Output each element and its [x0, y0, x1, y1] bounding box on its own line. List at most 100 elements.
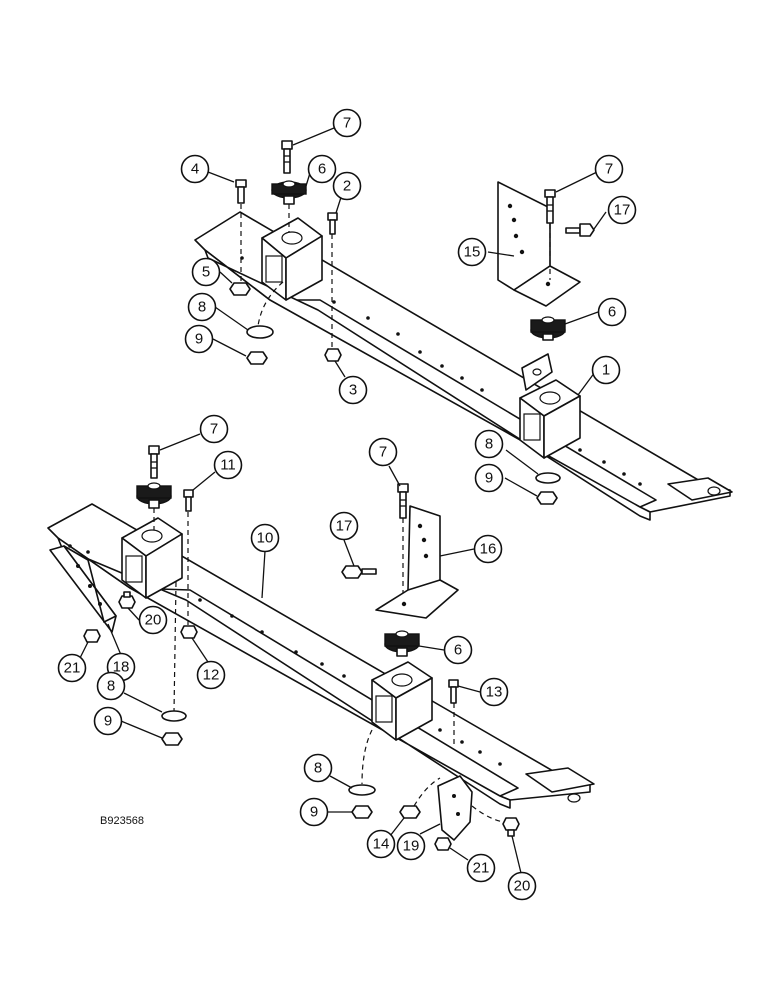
- svg-text:6: 6: [318, 161, 326, 178]
- svg-text:13: 13: [486, 684, 503, 701]
- callout-c-6c: 6: [443, 635, 473, 665]
- svg-text:17: 17: [336, 518, 353, 535]
- nut-upper-right-9: [536, 491, 558, 505]
- lower-rail-end-tab: [525, 767, 595, 793]
- bolt-lower-left-7: [148, 445, 160, 479]
- svg-text:7: 7: [605, 161, 613, 178]
- upper-right-mount-hole: [539, 391, 561, 405]
- svg-text:19: 19: [403, 838, 420, 855]
- upper-hardware: [229, 140, 595, 505]
- callout-c-17b: 17: [329, 511, 359, 541]
- callout-c-5: 5: [191, 257, 221, 287]
- callout-c-7c: 7: [199, 414, 229, 444]
- svg-text:11: 11: [220, 457, 236, 474]
- svg-text:16: 16: [480, 541, 497, 558]
- dash-washer-upper: [257, 281, 284, 327]
- dash-lower-washer: [173, 581, 177, 713]
- nut-14: [399, 805, 421, 819]
- upper-rail-bracket-hole: [532, 368, 542, 376]
- figure-code: B923568: [100, 815, 144, 827]
- bolt-4: [235, 179, 247, 204]
- isolator-upper-left: [271, 180, 307, 205]
- lower-left-mount-hole: [141, 529, 163, 543]
- callout-c-19: 19: [396, 831, 426, 861]
- callout-c-9d: 9: [299, 797, 329, 827]
- svg-text:10: 10: [257, 530, 274, 547]
- svg-text:1: 1: [602, 362, 610, 379]
- callout-c-8c: 8: [96, 671, 126, 701]
- washer-upper-8: [246, 325, 274, 339]
- callout-c-15: 15: [457, 237, 487, 267]
- callout-c-6a: 6: [307, 154, 337, 184]
- callout-c-21b: 21: [466, 853, 496, 883]
- callouts: 7 4 6 2 5 8 9 3 7 17 15 6 1 8 9 7 11 7 1…: [57, 108, 637, 901]
- callout-c-4: 4: [180, 154, 210, 184]
- callout-c-16: 16: [473, 534, 503, 564]
- svg-text:7: 7: [343, 115, 351, 132]
- lower-right-mount-window: [375, 695, 393, 723]
- dash-lower-right-washer: [361, 729, 373, 785]
- lower-hardware: [49, 445, 520, 851]
- svg-text:18: 18: [113, 659, 130, 676]
- isolator-lower-right: [384, 630, 420, 657]
- callout-c-21a: 21: [57, 653, 87, 683]
- callout-c-7a: 7: [332, 108, 362, 138]
- bolt-upper-right-7: [544, 189, 556, 224]
- bolt-20-left: [118, 591, 136, 609]
- bolt-upper-left-mount: [281, 140, 293, 174]
- upper-right-mount-window: [523, 413, 541, 441]
- isolator-lower-left: [136, 482, 172, 509]
- callout-c-14: 14: [366, 829, 396, 859]
- callout-c-8a: 8: [187, 292, 217, 322]
- lower-right-mount-hole: [391, 673, 413, 687]
- callout-c-6b: 6: [597, 297, 627, 327]
- bolt-20-right: [502, 817, 520, 837]
- bolt-13: [448, 679, 459, 704]
- callout-c-9a: 9: [184, 324, 214, 354]
- nut-3: [324, 348, 342, 362]
- callout-c-8b: 8: [474, 429, 504, 459]
- nut-12: [180, 625, 198, 639]
- svg-text:14: 14: [373, 836, 390, 853]
- svg-text:9: 9: [104, 713, 112, 730]
- svg-text:21: 21: [64, 660, 81, 677]
- svg-text:21: 21: [473, 860, 490, 877]
- callout-c-1: 1: [591, 355, 621, 385]
- svg-text:8: 8: [485, 436, 493, 453]
- upper-left-mount-side: [285, 235, 323, 301]
- svg-text:8: 8: [107, 678, 115, 695]
- nut-upper-9: [246, 351, 268, 365]
- bolt-lower-middle-7: [397, 483, 409, 519]
- svg-text:5: 5: [202, 264, 210, 281]
- callout-c-2: 2: [332, 171, 362, 201]
- bracket-19: [437, 775, 473, 841]
- bracket-16: [375, 505, 459, 619]
- lower-rail-end-hole: [567, 793, 581, 803]
- bolt-11: [183, 489, 194, 512]
- upper-left-mount-window: [265, 255, 283, 283]
- washer-lower-right-8: [348, 784, 376, 796]
- bolt-17-lower: [341, 565, 377, 579]
- callout-c-3: 3: [338, 375, 368, 405]
- bracket-15: [497, 181, 581, 307]
- upper-rail-web: [204, 249, 651, 521]
- lower-right-mount-side: [395, 677, 433, 741]
- nut-lower-right-9: [351, 805, 373, 819]
- svg-text:8: 8: [198, 299, 206, 316]
- callout-c-7b: 7: [594, 154, 624, 184]
- svg-text:8: 8: [314, 760, 322, 777]
- callout-c-8d: 8: [303, 753, 333, 783]
- nut-lower-left-9: [161, 732, 183, 746]
- callout-c-7d: 7: [368, 437, 398, 467]
- washer-lower-left-8: [161, 710, 187, 722]
- nut-21-left: [83, 629, 101, 643]
- svg-text:6: 6: [454, 642, 462, 659]
- callout-c-12: 12: [196, 660, 226, 690]
- upper-rail-holes: [240, 256, 642, 486]
- lower-left-mount-window: [125, 555, 143, 583]
- bolt-2: [327, 212, 338, 235]
- lower-rail-web: [57, 537, 511, 809]
- isolator-upper-right: [530, 316, 566, 341]
